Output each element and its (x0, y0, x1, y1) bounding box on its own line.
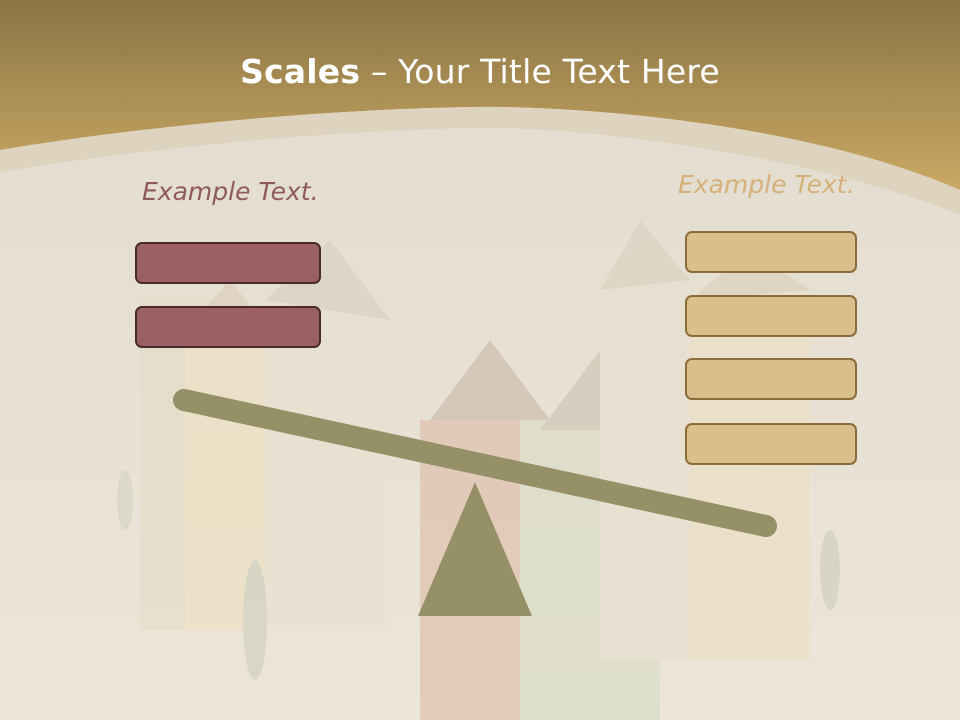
left-box-2 (135, 306, 321, 348)
right-box-2 (685, 295, 857, 337)
title-rest: – Your Title Text Here (360, 52, 720, 91)
header-swoosh (0, 106, 960, 215)
right-box-3 (685, 358, 857, 400)
title-bold: Scales (240, 52, 361, 91)
left-box-1 (135, 242, 321, 284)
right-box-1 (685, 231, 857, 273)
slide-title: Scales – Your Title Text Here (0, 52, 960, 91)
left-example-text: Example Text. (142, 177, 319, 206)
header-band (0, 0, 960, 190)
right-example-text: Example Text. (678, 170, 855, 199)
right-box-4 (685, 423, 857, 465)
